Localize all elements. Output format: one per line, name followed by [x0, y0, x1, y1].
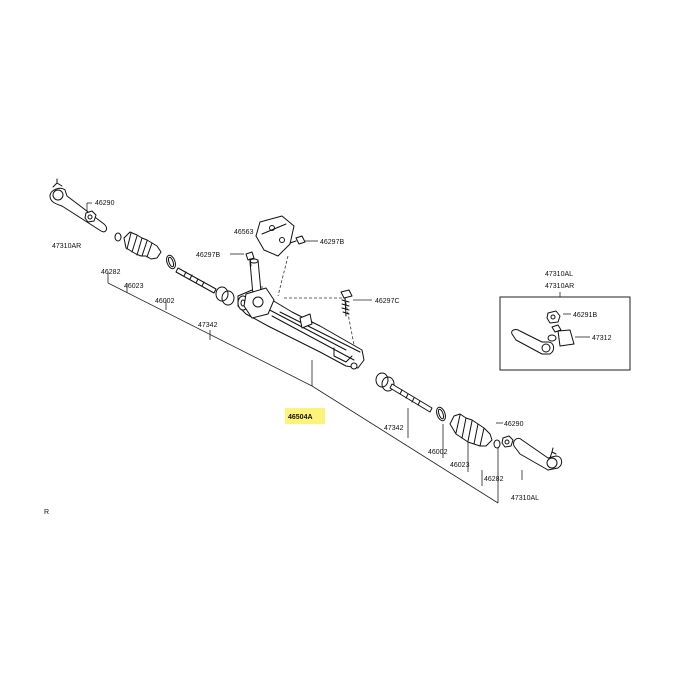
label-nut-left: 46290 [504, 421, 524, 428]
band-left [166, 254, 176, 270]
labels: 47310AR 46290 46282 46023 46002 47342 46… [44, 200, 612, 516]
label-boot-right: 46023 [124, 283, 144, 290]
band-right [436, 406, 446, 422]
label-band-right: 46002 [155, 298, 175, 305]
label-main-part: 46504A [288, 414, 313, 421]
label-inset-nut: 46291B [573, 312, 597, 319]
label-tie-rod-end-right: 47310AR [52, 243, 81, 250]
boot-right [449, 413, 493, 447]
label-inner-tie-rod-right: 47342 [198, 322, 218, 329]
label-inset-ar: 47310AR [545, 283, 574, 290]
clip-right [493, 439, 501, 449]
inset-detail [499, 292, 631, 371]
label-bolt-left: 46297B [196, 252, 220, 259]
label-inset-al: 47310AL [545, 271, 573, 278]
label-bolt-right: 46297B [320, 239, 344, 246]
boot-left [123, 231, 162, 260]
label-bolt-mount: 46297C [375, 298, 400, 305]
label-boot-left: 46023 [450, 462, 470, 469]
corner-mark: R [44, 509, 49, 516]
label-tie-rod-end-left: 47310AL [511, 495, 539, 502]
nut-left-outer [84, 210, 97, 223]
label-inset-kit: 47312 [592, 335, 612, 342]
label-clip-right: 46282 [101, 269, 121, 276]
bolt-left [245, 251, 255, 267]
clip-left [114, 232, 122, 242]
tie-rod-end-right-outer [513, 437, 563, 471]
label-inner-tie-rod-left: 47342 [384, 425, 404, 432]
label-bracket: 46563 [234, 229, 254, 236]
inner-tie-rod-left [175, 267, 235, 306]
label-clip-left: 46282 [484, 476, 504, 483]
bolt-right [289, 235, 306, 245]
label-band-left: 46002 [428, 449, 448, 456]
bolt-mount [340, 289, 353, 317]
main-part-highlight [285, 408, 325, 424]
label-nut-right: 46290 [95, 200, 115, 207]
mounting-bracket [255, 215, 295, 257]
steering-rack-housing [237, 258, 365, 370]
inner-tie-rod-right [375, 372, 433, 413]
nut-right [501, 435, 514, 448]
